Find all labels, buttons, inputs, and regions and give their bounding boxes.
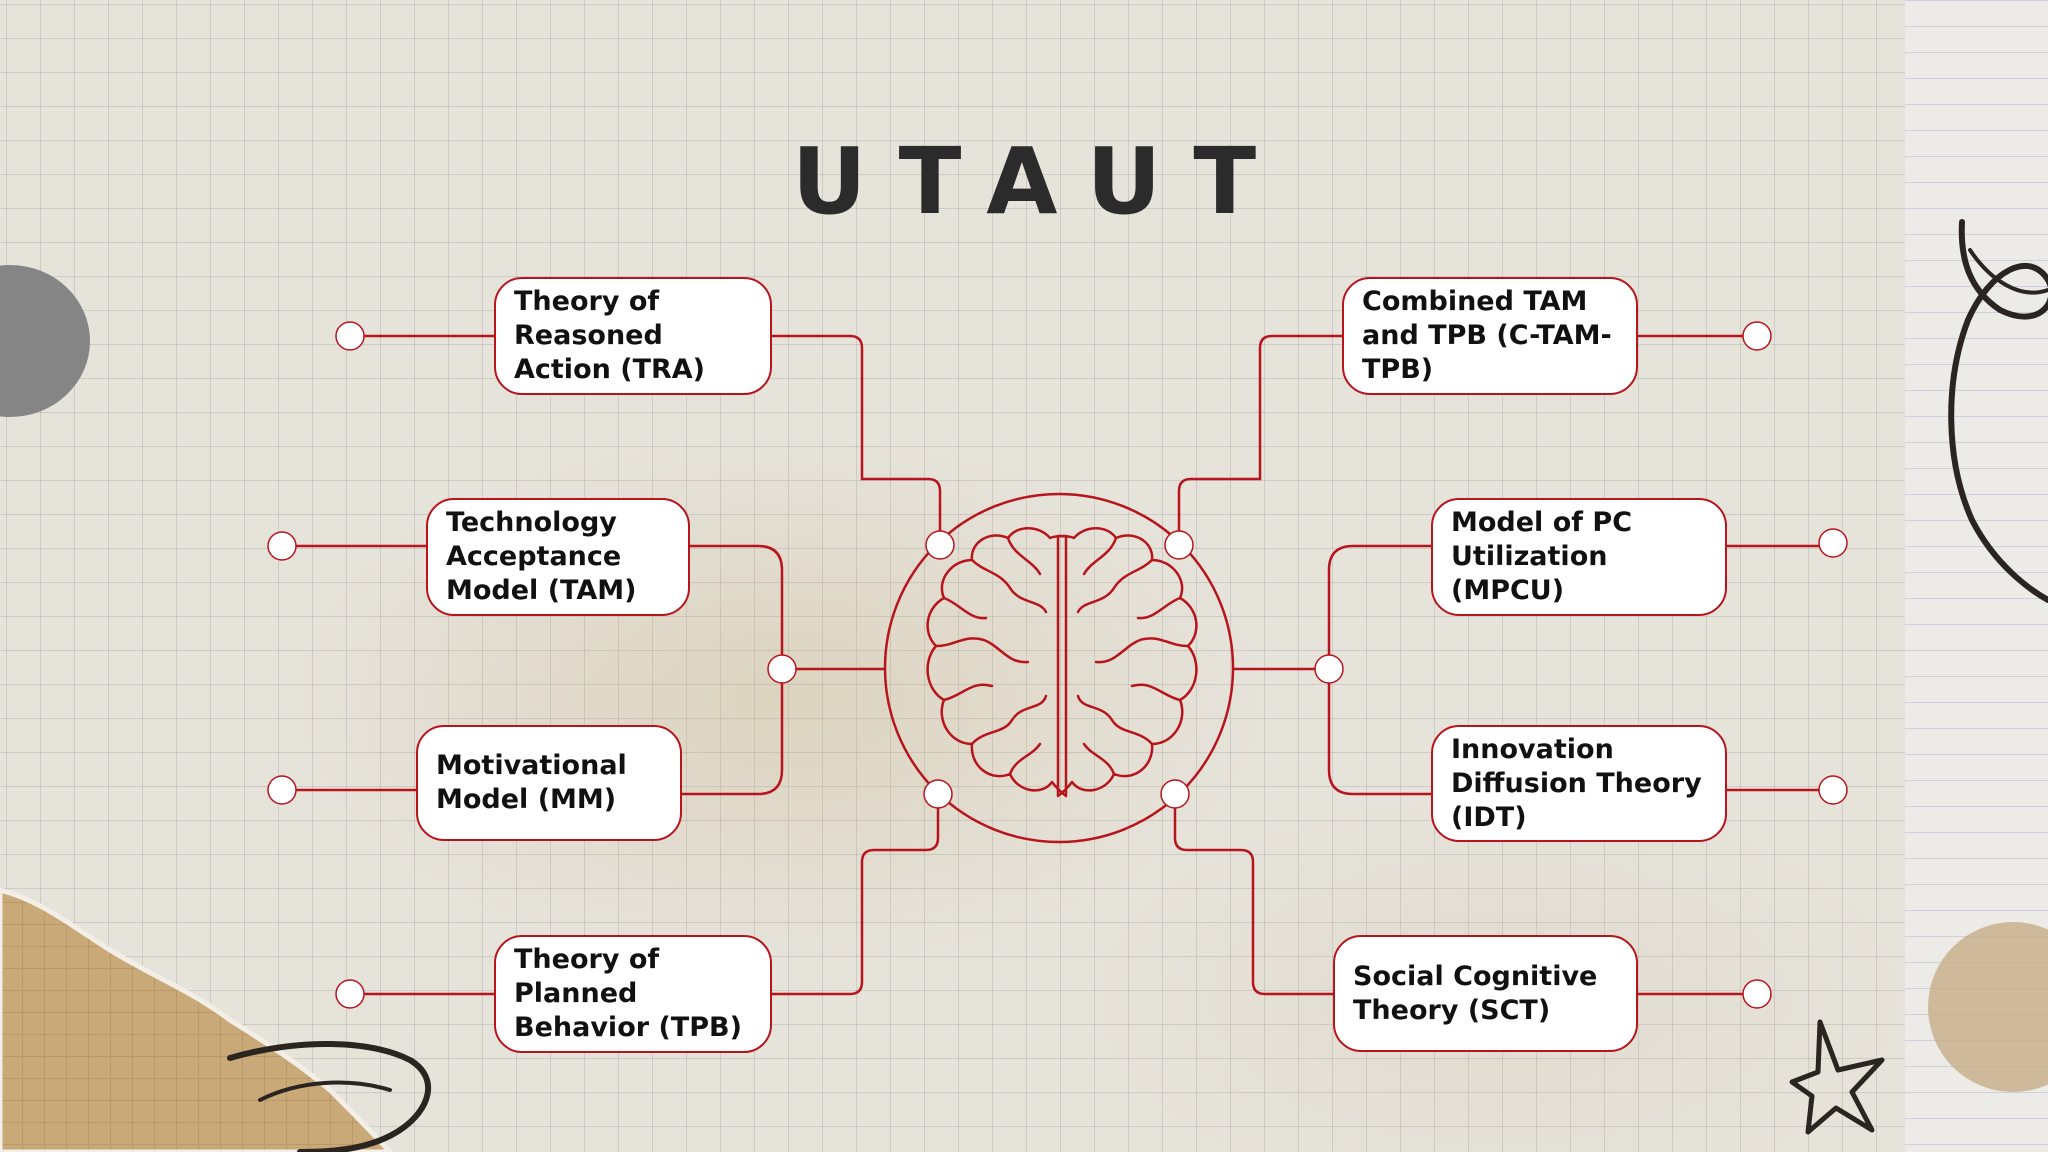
node-tra: Theory of Reasoned Action (TRA) — [494, 277, 772, 395]
connector-ctam-route — [1177, 334, 1342, 545]
end-dot-sct — [1742, 979, 1772, 1009]
connector-left-bracket — [680, 544, 784, 796]
node-mm: Motivational Model (MM) — [416, 725, 682, 841]
brain-icon — [926, 527, 1198, 798]
node-ctam-label: Combined TAM and TPB (C-TAM- TPB) — [1362, 286, 1612, 385]
junction-dot-right-bracket — [1314, 654, 1344, 684]
connector-tpb-route — [770, 794, 940, 996]
node-mpcu-label: Model of PC Utilization (MPCU) — [1451, 507, 1633, 606]
node-ctam: Combined TAM and TPB (C-TAM- TPB) — [1342, 277, 1638, 395]
junction-dot-left-bracket — [767, 654, 797, 684]
node-idt-label: Innovation Diffusion Theory (IDT) — [1451, 733, 1702, 833]
connector-lines — [282, 334, 1833, 996]
junction-dot-top-right — [1164, 530, 1194, 560]
page-title: UTAUT — [791, 128, 1289, 235]
connector-right-bracket — [1327, 544, 1433, 796]
end-dot-ctam — [1742, 321, 1772, 351]
junction-dot-top-left — [925, 530, 955, 560]
node-tra-label: Theory of Reasoned Action (TRA) — [514, 286, 706, 385]
center-circle — [883, 492, 1235, 844]
end-dot-mpcu — [1818, 528, 1848, 558]
node-sct-label: Social Cognitive Theory (SCT) — [1353, 960, 1598, 1026]
node-mpcu: Model of PC Utilization (MPCU) — [1431, 498, 1727, 616]
connector-sct-route — [1173, 794, 1335, 996]
end-dot-idt — [1818, 775, 1848, 805]
end-dot-tam — [267, 531, 297, 561]
node-mm-label: Motivational Model (MM) — [436, 750, 627, 815]
connector-tra-route — [770, 334, 942, 545]
junction-dot-bottom-right — [1160, 779, 1190, 809]
junction-dot-bottom-left — [923, 779, 953, 809]
end-dot-tra — [335, 321, 365, 351]
node-sct: Social Cognitive Theory (SCT) — [1333, 935, 1638, 1052]
node-idt: Innovation Diffusion Theory (IDT) — [1431, 725, 1727, 842]
end-dot-mm — [267, 775, 297, 805]
node-tpb: Theory of Planned Behavior (TPB) — [494, 935, 772, 1053]
node-tam: Technology Acceptance Model (TAM) — [426, 498, 690, 616]
node-tpb-label: Theory of Planned Behavior (TPB) — [514, 944, 742, 1043]
end-dot-tpb — [335, 979, 365, 1009]
node-tam-label: Technology Acceptance Model (TAM) — [446, 507, 637, 606]
